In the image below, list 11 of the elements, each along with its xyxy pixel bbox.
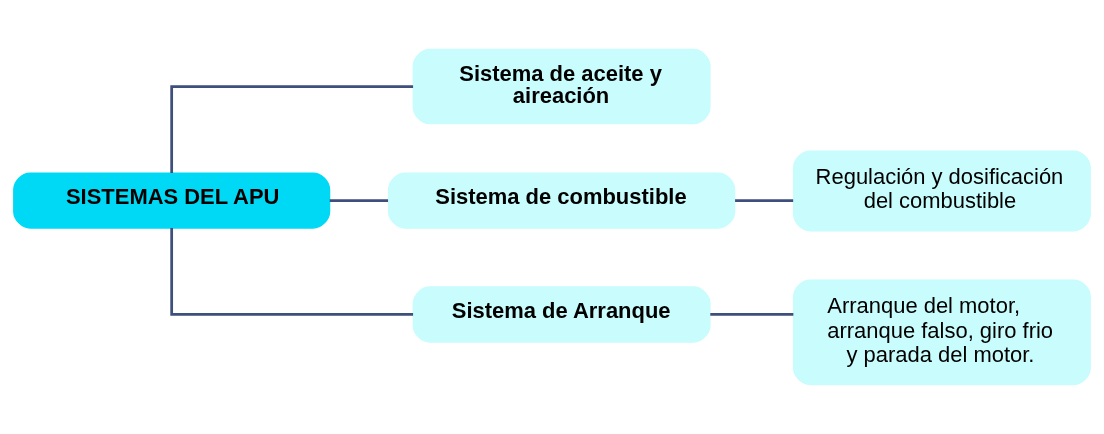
node-box: SISTEMAS DEL APU (13, 172, 331, 229)
node-box: Sistema de Arranque (412, 286, 711, 343)
node-box: Regulación y dosificación del combustible (792, 150, 1091, 232)
node-box: Sistema de combustible (387, 172, 736, 229)
connector (170, 85, 414, 173)
connector (710, 313, 794, 316)
node-box: Sistema de aceite y aireación (412, 48, 711, 125)
connector (170, 228, 414, 316)
node-box: Arranque del motor, arranque falso, giro frio y parada del motor. (792, 279, 1091, 386)
connector (329, 199, 389, 202)
connector (735, 199, 794, 202)
